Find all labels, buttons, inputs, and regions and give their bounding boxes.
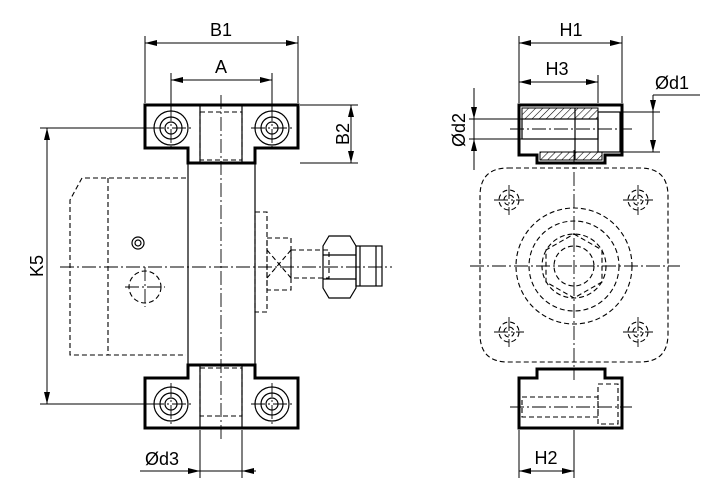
- flange: [470, 150, 680, 380]
- front-view: B1 A B2 K5: [27, 20, 392, 478]
- dimension-d3: Ød3: [140, 430, 256, 478]
- label-b2: B2: [333, 123, 353, 145]
- label-k5: K5: [27, 255, 47, 277]
- top-block-section: [510, 103, 632, 165]
- dimension-k5: K5: [27, 127, 155, 405]
- bottom-block: [143, 363, 300, 430]
- top-block: [143, 103, 300, 165]
- side-view: H1 H3 Ød1 Ød2: [449, 20, 700, 478]
- cylinder-body: [69, 177, 186, 356]
- side-fitting: [60, 211, 392, 313]
- label-b1: B1: [210, 20, 232, 40]
- dimension-h3: H3: [519, 59, 599, 103]
- label-d2: Ød2: [449, 113, 469, 147]
- label-h1: H1: [559, 20, 582, 40]
- label-h2: H2: [534, 448, 557, 468]
- dimension-b1: B1: [144, 20, 299, 103]
- dimension-a: A: [170, 57, 273, 111]
- label-d3: Ød3: [145, 449, 179, 469]
- label-d1: Ød1: [655, 73, 689, 93]
- bottom-block-side: [510, 367, 632, 430]
- label-a: A: [215, 57, 227, 77]
- dimension-b2: B2: [300, 104, 358, 164]
- label-h3: H3: [545, 59, 568, 79]
- dimension-h2: H2: [518, 430, 575, 478]
- dimension-d1: Ød1: [622, 73, 700, 153]
- dimension-d2: Ød2: [449, 88, 522, 170]
- dimension-h1: H1: [518, 20, 623, 103]
